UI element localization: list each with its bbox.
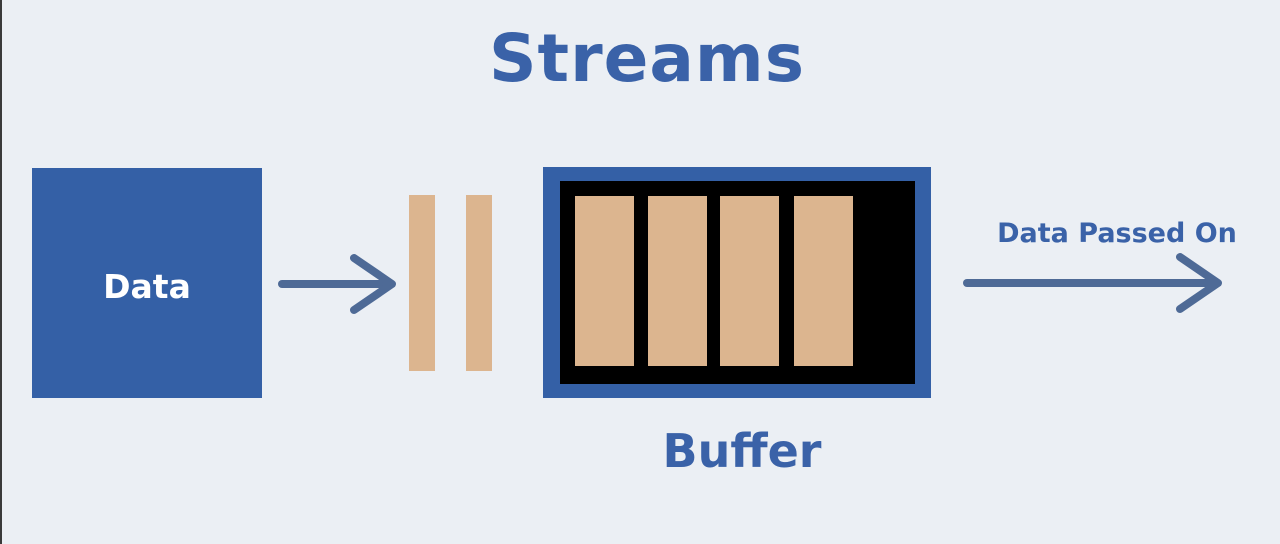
diagram-title: Streams (489, 20, 805, 97)
buffer-chunk (720, 196, 779, 366)
buffer-chunk (575, 196, 634, 366)
buffer-label: Buffer (662, 424, 822, 478)
incoming-packet (466, 195, 492, 371)
output-arrow-icon (963, 253, 1222, 313)
buffer-storage (560, 181, 915, 384)
buffer-chunk (794, 196, 853, 366)
buffer-container (543, 167, 931, 398)
data-source-label: Data (103, 266, 191, 306)
input-arrow-icon (278, 254, 396, 314)
incoming-packet (409, 195, 435, 371)
output-label: Data Passed On (997, 218, 1237, 249)
data-source-box: Data (32, 168, 262, 398)
buffer-chunk (648, 196, 707, 366)
